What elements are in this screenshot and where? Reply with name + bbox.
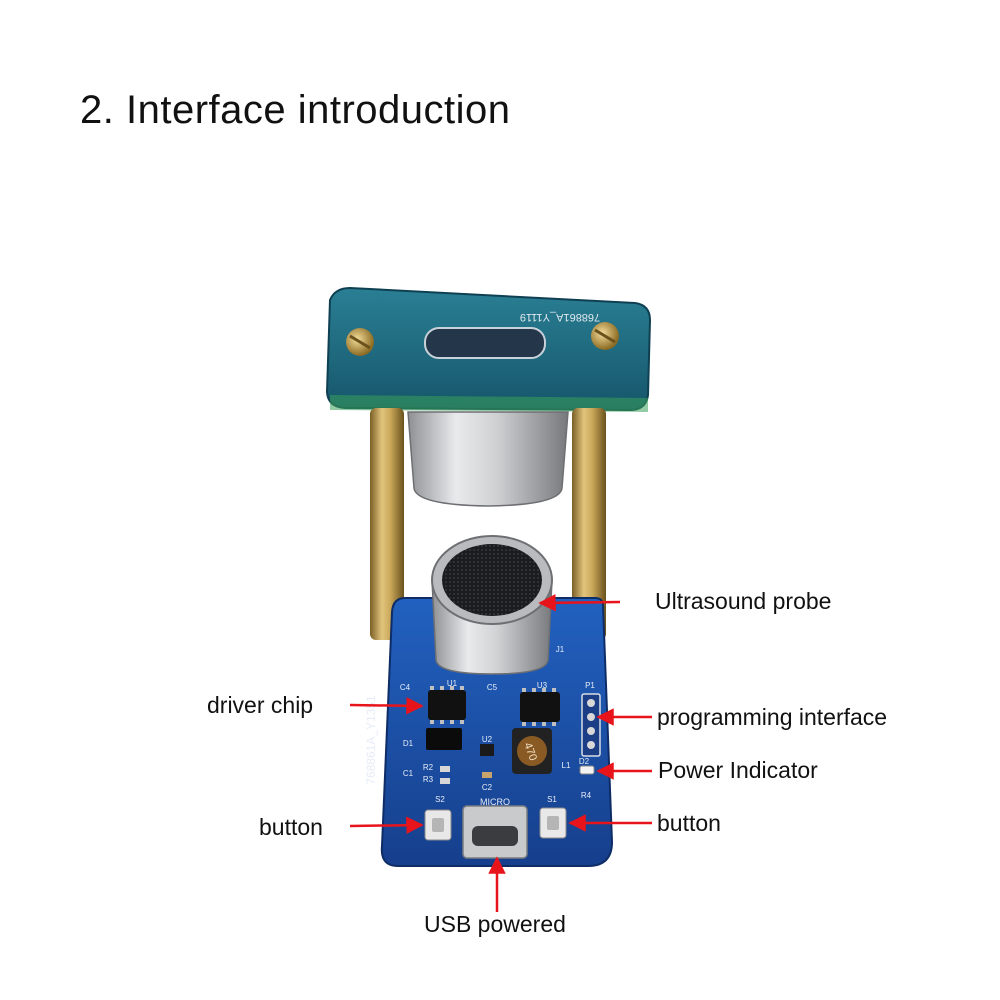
label-ultrasound-probe: Ultrasound probe (655, 588, 832, 614)
label-programming-interface: programming interface (657, 704, 888, 730)
micro-usb-port[interactable]: MICRO (462, 797, 528, 859)
silk-label-s1: S1 (547, 795, 557, 804)
silk-label-c4: C4 (400, 683, 411, 692)
mcu-chip (520, 688, 560, 726)
brass-standoff-right (572, 408, 606, 640)
silk-label-c2: C2 (482, 783, 493, 792)
annotation-arrows (349, 594, 652, 912)
top-pcb: 768861A_Y1119 (325, 286, 652, 412)
driver-chip (428, 686, 466, 724)
silk-label-r4: R4 (581, 791, 592, 800)
arrow-ultrasound-probe (538, 594, 621, 612)
regulator-u2 (480, 744, 494, 756)
usb-marking: MICRO (480, 797, 510, 807)
brass-standoff-left (370, 408, 404, 640)
resistor-r2 (440, 766, 450, 772)
main-board-code: 768861A_Y1351 (364, 695, 378, 785)
arrow-driver-chip (349, 697, 424, 715)
label-driver-chip: driver chip (207, 692, 314, 718)
silk-label-r2: R2 (423, 763, 434, 772)
upper-transducer (407, 411, 569, 507)
button-s2[interactable] (424, 809, 452, 841)
label-button-right: button (657, 810, 721, 836)
page-title: 2. Interface introduction (80, 88, 511, 132)
silk-label-j1: J1 (556, 645, 565, 654)
label-usb-powered: USB powered (424, 911, 566, 937)
capacitor-c2 (482, 772, 492, 778)
button-s1[interactable] (539, 807, 567, 839)
silk-label-c1: C1 (403, 769, 414, 778)
top-board-code: 768861A_Y1119 (520, 311, 600, 323)
inductor: 470 (512, 728, 552, 774)
diode-d1 (426, 728, 462, 750)
silk-label-d1: D1 (403, 739, 414, 748)
resistor-r3 (440, 778, 450, 784)
silk-label-l1: L1 (562, 761, 571, 770)
silk-label-u3: U3 (537, 681, 548, 690)
silk-label-r3: R3 (423, 775, 434, 784)
programming-header (581, 693, 601, 757)
silk-label-c5: C5 (487, 683, 498, 692)
silk-label-d2: D2 (579, 757, 590, 766)
power-led (579, 765, 595, 775)
silk-label-p1: P1 (585, 681, 595, 690)
label-button-left: button (259, 814, 323, 840)
inductor-marking: 470 (521, 741, 539, 762)
silk-label-s2: S2 (435, 795, 445, 804)
label-power-indicator: Power Indicator (658, 757, 818, 783)
silk-label-u1: U1 (447, 679, 458, 688)
ultrasound-probe (431, 535, 553, 675)
sensor-slot (424, 327, 546, 359)
silk-label-u2: U2 (482, 735, 493, 744)
arrow-button-left (349, 816, 424, 834)
